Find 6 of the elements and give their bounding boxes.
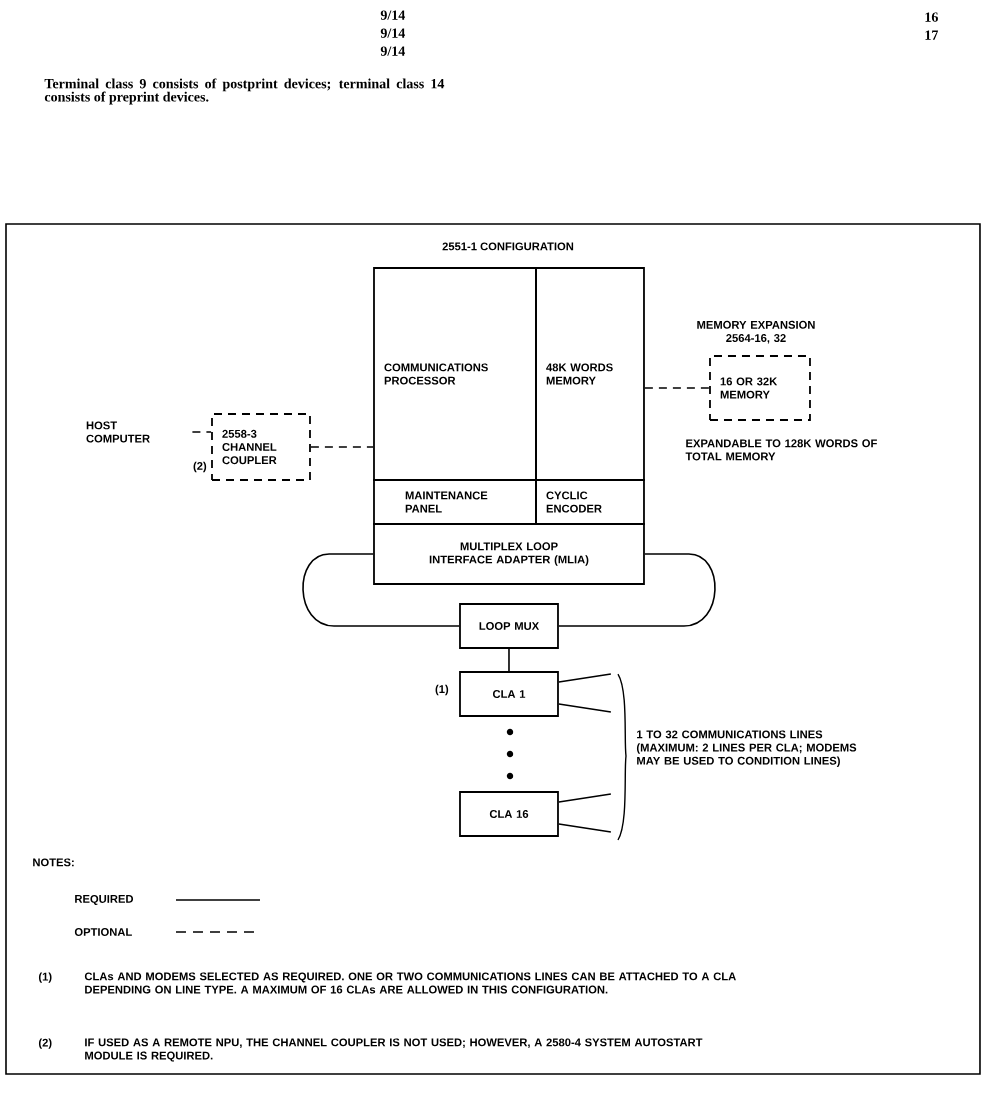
connector	[508, 648, 510, 672]
connector	[558, 553, 716, 627]
connector	[302, 553, 460, 627]
connector	[644, 387, 710, 389]
connector	[310, 446, 374, 448]
connector	[191, 431, 212, 433]
